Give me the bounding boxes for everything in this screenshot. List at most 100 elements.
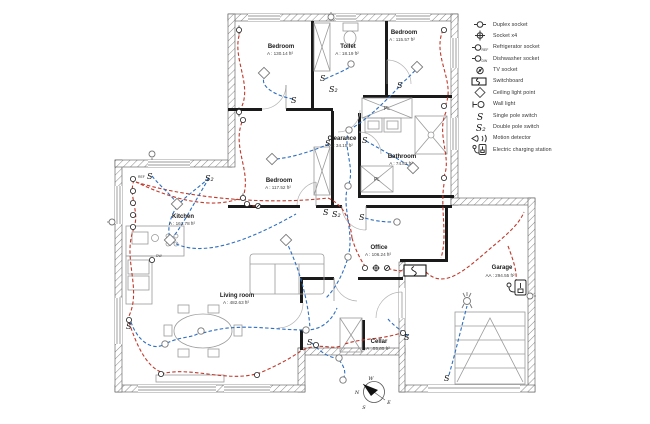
light-junction-icon xyxy=(161,60,401,384)
room-label-bedroom-1: Bedroom xyxy=(268,44,294,50)
electric-charging-station-icon xyxy=(470,144,490,156)
double-pole-switch-icon: S₂ xyxy=(470,122,490,133)
svg-text:REF: REF xyxy=(482,48,489,52)
single-pole-switch-icon: S xyxy=(362,136,368,145)
switchboard-icon xyxy=(403,264,427,277)
sockets: REF DW xyxy=(126,25,447,378)
legend-item-refrigerator-socket: REF Refrigerator socket xyxy=(470,42,552,53)
single-pole-switch-icon: S xyxy=(359,213,365,222)
single-pole-switch-icon: S xyxy=(470,110,490,122)
svg-text:DW: DW xyxy=(482,59,488,63)
garage-lamp-icon xyxy=(461,292,473,309)
room-area-office: A : 106.24 ft² xyxy=(365,252,392,257)
washbasins xyxy=(364,117,402,133)
legend-item-motion-detector: Motion detector xyxy=(470,133,552,144)
single-pole-switch-icon: S xyxy=(147,172,153,181)
compass-n: N xyxy=(354,390,360,396)
room-area-toilet: A : 18.19 ft² xyxy=(335,51,359,56)
single-pole-switch-icon: S xyxy=(323,208,329,217)
kitchen-counter xyxy=(125,225,185,305)
room-label-toilet: Toilet xyxy=(340,44,356,50)
room-area-bathroom: A : 74.82 ft² xyxy=(389,161,413,166)
room-area-kitchen: A : 161.78 ft² xyxy=(169,221,196,226)
closet-pl-2 xyxy=(360,165,394,193)
single-pole-switch-icon: S xyxy=(126,322,132,331)
legend-item-double-pole-switch: S₂ Double pole switch xyxy=(470,122,552,133)
compass-e: E xyxy=(386,400,391,406)
room-area-bedroom-2: A : 115.57 ft² xyxy=(389,37,415,42)
socket-x4-icon xyxy=(470,30,490,41)
legend-item-single-pole-switch: S Single pole switch xyxy=(470,110,552,122)
dw-socket-tag: DW xyxy=(156,254,162,258)
electric-charging-station-icon xyxy=(506,279,527,296)
refrigerator-socket-icon: REF xyxy=(470,42,490,53)
cellar-stairs xyxy=(339,317,363,353)
legend-item-dishwasher-socket: DW Dishwasher socket xyxy=(470,53,552,64)
single-pole-switch-icon: S xyxy=(397,81,403,90)
living-cabinet xyxy=(155,374,225,383)
legend-item-switchboard: Switchboard xyxy=(470,77,552,86)
compass-rose: W N S E xyxy=(354,376,391,411)
single-pole-switch-icon: S xyxy=(404,333,410,342)
room-labels: Bedroom A : 130.14 ft² Toilet A : 18.19 … xyxy=(169,30,515,351)
room-label-cellar: Cellar xyxy=(371,339,388,345)
legend-item-ceiling-light-point: Ceiling light point xyxy=(470,87,552,99)
single-pole-switch-icon: S xyxy=(291,96,297,105)
room-label-bedroom-3: Bedroom xyxy=(266,178,292,184)
room-area-bedroom-1: A : 130.14 ft² xyxy=(267,51,294,56)
legend-item-socket-x4: Socket x4 xyxy=(470,30,552,41)
shower xyxy=(414,115,448,155)
single-pole-switch-icon: S xyxy=(320,74,326,83)
room-label-clearance: Clearance xyxy=(328,136,357,142)
ref-socket-tag: REF xyxy=(138,175,145,179)
room-area-bedroom-3: A : 117.52 ft² xyxy=(265,185,291,190)
furniture xyxy=(125,22,526,385)
ceiling-light-point-icon xyxy=(470,87,490,99)
room-label-living-room: Living room xyxy=(220,293,254,299)
room-label-bedroom-2: Bedroom xyxy=(391,30,417,36)
compass-w: W xyxy=(368,376,374,382)
duplex-socket-icon xyxy=(470,19,490,30)
compass-s: S xyxy=(362,405,366,411)
socket-x4-icon xyxy=(372,264,380,272)
dining-table xyxy=(163,304,243,358)
room-area-clearance: A : 34.15 ft² xyxy=(329,143,353,148)
legend-item-wall-light: Wall light xyxy=(470,99,552,110)
room-label-office: Office xyxy=(370,245,388,251)
closet-label: PL xyxy=(374,177,380,183)
single-pole-switch-icon: S xyxy=(444,374,450,383)
legend-item-electric-charging-station: Electric charging station xyxy=(470,144,552,156)
duplex-socket-icon xyxy=(126,25,447,378)
legend-item-tv-socket: TV socket xyxy=(470,65,552,76)
single-pole-switch-icon: S xyxy=(325,139,331,148)
wall-light-icon xyxy=(470,99,490,110)
ceiling-lights xyxy=(107,12,536,384)
legend-item-duplex-socket: Duplex socket xyxy=(470,21,552,28)
windows xyxy=(115,14,520,392)
room-area-garage: AA : 294.55 ft² xyxy=(485,273,515,278)
room-label-bathroom: Bathroom xyxy=(388,154,416,160)
wall-light-icon xyxy=(107,12,536,300)
garage-door xyxy=(454,311,526,385)
room-area-living-room: A : 482.63 ft² xyxy=(223,300,250,305)
room-label-kitchen: Kitchen xyxy=(172,214,194,220)
sofa xyxy=(249,253,325,295)
svg-text:S: S xyxy=(477,113,483,122)
toilet-fixture xyxy=(342,22,359,46)
tv-socket-icon xyxy=(470,65,490,76)
double-pole-switch-icon: S₂ xyxy=(332,210,341,219)
power-circuit-wires xyxy=(128,29,525,377)
room-area-cellar: A : 55.05 ft² xyxy=(366,346,390,351)
interior-walls xyxy=(228,21,454,350)
double-pole-switch-icon: S₂ xyxy=(329,85,338,94)
switches: S S S₂ S S S S S₂ S S₂ S S S S S xyxy=(126,74,450,383)
dishwasher-socket-icon: DW xyxy=(470,53,490,64)
double-pole-switch-icon: S₂ xyxy=(205,174,214,183)
motion-detector-icon xyxy=(470,133,490,144)
single-pole-switch-icon: S xyxy=(307,338,313,347)
closet-label: PL xyxy=(384,106,390,112)
room-label-garage: Garage xyxy=(492,265,513,271)
ceiling-light-point-icon xyxy=(163,60,424,247)
tv-socket-icon xyxy=(254,202,390,271)
